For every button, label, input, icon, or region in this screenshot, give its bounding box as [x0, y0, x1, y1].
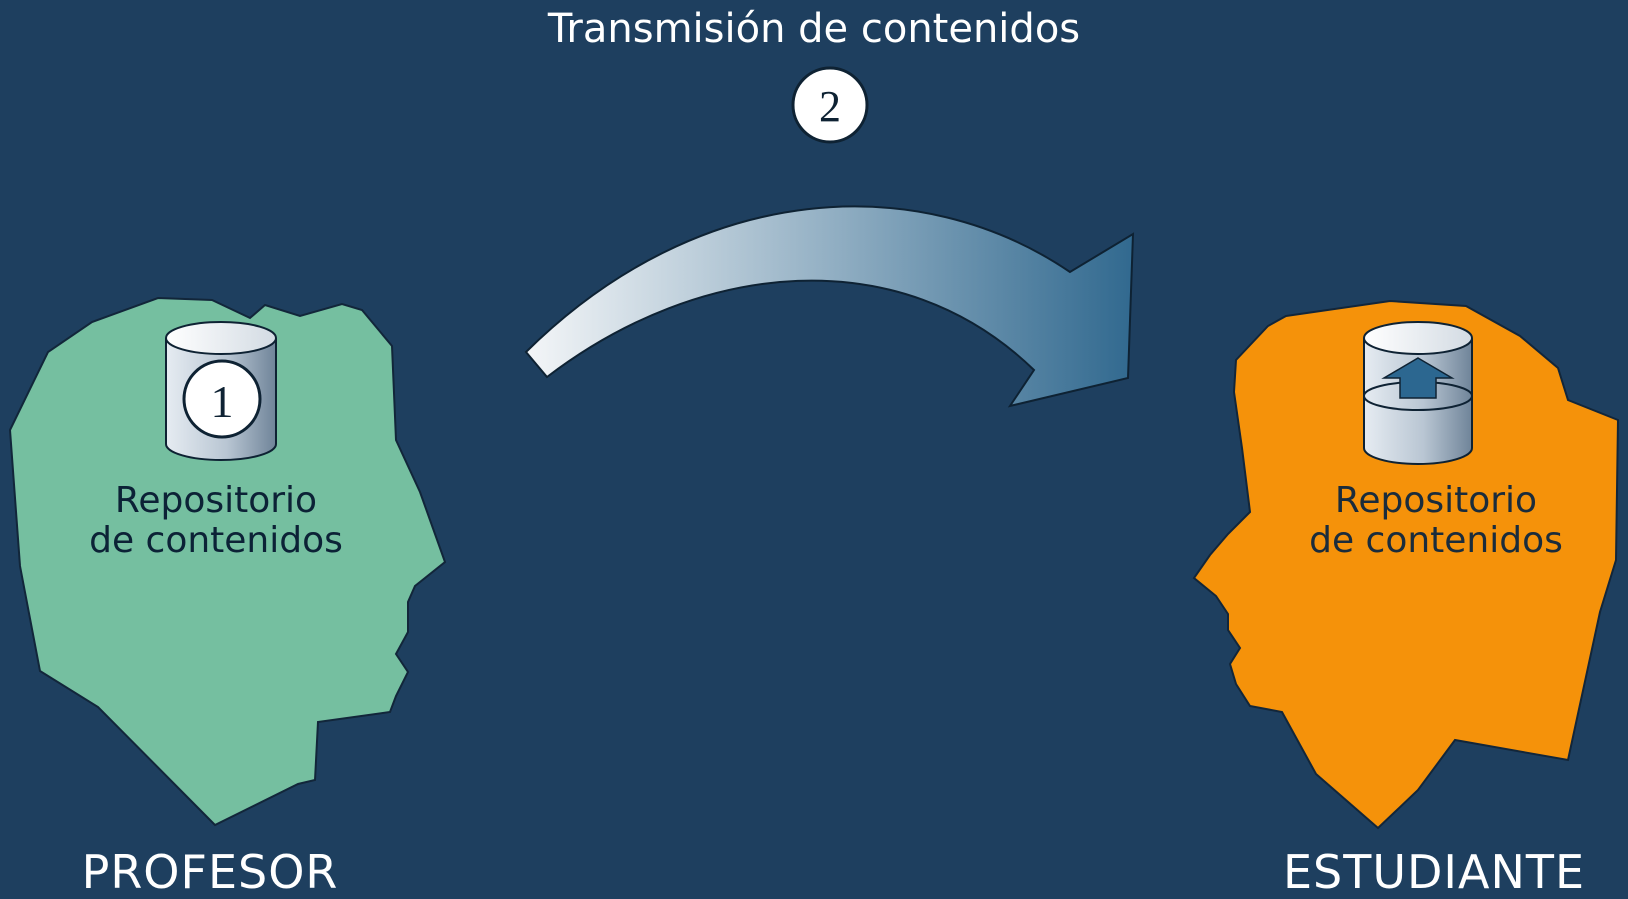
student-role-label: ESTUDIANTE — [1282, 845, 1586, 899]
teacher-repository-line1: Repositorio — [114, 480, 318, 521]
step-1-number: 1 — [211, 376, 234, 427]
student-head — [1192, 299, 1620, 830]
transfer-arrow — [524, 205, 1135, 408]
student-repository-line1: Repositorio — [1334, 480, 1538, 521]
transmission-title: Transmisión de contenidos — [547, 6, 1081, 52]
student-database-icon — [1363, 321, 1473, 465]
teacher-repository-line2: de contenidos — [89, 520, 343, 561]
student-repository-line2: de contenidos — [1309, 520, 1563, 561]
upload-arrow-icon — [1381, 357, 1455, 399]
step-2-number: 2 — [819, 82, 841, 131]
teacher-database-icon: 1 — [165, 321, 277, 461]
student-repository-label: Repositorio de contenidos — [1266, 481, 1606, 561]
teacher-role-label: PROFESOR — [81, 845, 339, 899]
teacher-repository-label: Repositorio de contenidos — [46, 481, 386, 561]
step-2-badge: 2 — [791, 66, 869, 144]
teacher-head — [8, 296, 447, 827]
